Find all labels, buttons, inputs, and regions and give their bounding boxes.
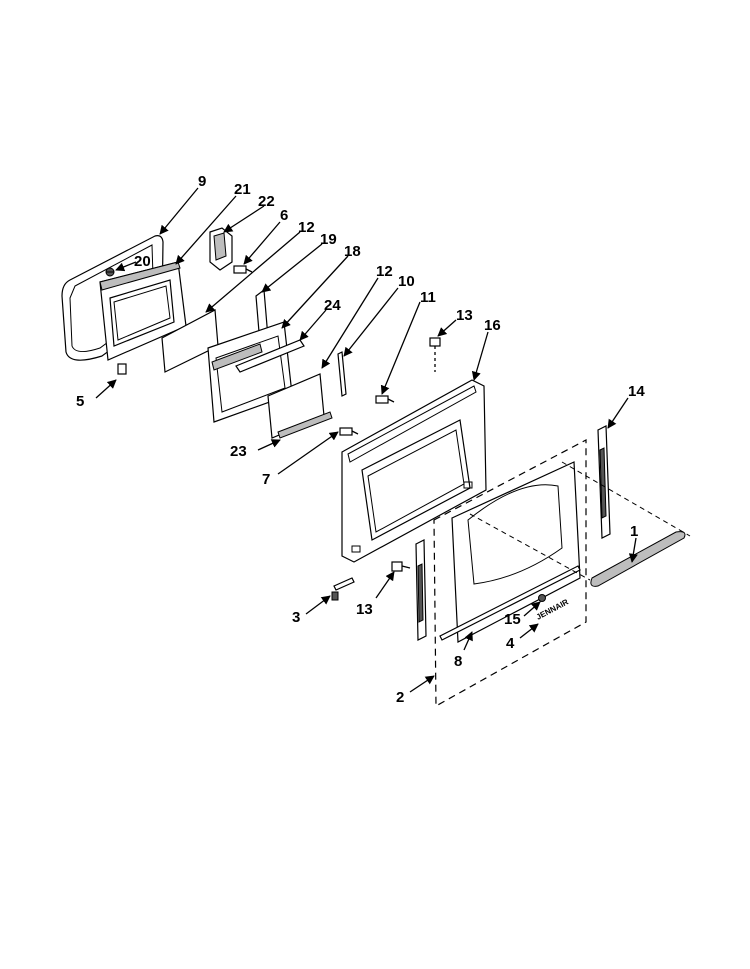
callout-15: 15 <box>504 611 521 628</box>
callout-11: 11 <box>420 289 436 306</box>
hinge-bracket-part <box>209 227 233 271</box>
outer-door-panel-part <box>341 379 487 563</box>
callout-9: 9 <box>198 173 206 190</box>
screw-20-part <box>105 267 115 277</box>
clip-5-part <box>117 363 127 375</box>
clip-3-part <box>331 577 355 601</box>
rod-10-part <box>337 351 347 397</box>
side-trim-right-part <box>597 425 611 539</box>
screw-11-part <box>375 395 395 404</box>
door-assembly-outline <box>433 439 587 708</box>
callout-10: 10 <box>398 273 415 290</box>
callout-6: 6 <box>280 207 288 224</box>
callout-18: 18 <box>344 243 361 260</box>
callout-24: 24 <box>324 297 341 314</box>
vent-strip-part <box>235 339 305 373</box>
bottom-trim-part <box>439 565 581 641</box>
screw-7-part <box>339 427 359 436</box>
screw-13-upper-part <box>429 337 441 372</box>
callout-22: 22 <box>258 193 275 210</box>
callout-8: 8 <box>454 653 462 670</box>
callout-14: 14 <box>628 383 645 400</box>
callout-16: 16 <box>484 317 501 334</box>
glass-retainer-part <box>277 411 333 439</box>
side-trim-left-part <box>415 539 427 641</box>
screw-6-part <box>233 265 253 274</box>
door-handle-part <box>590 531 686 587</box>
callout-3: 3 <box>292 609 300 626</box>
callout-19: 19 <box>320 231 337 248</box>
callout-12-upper: 12 <box>298 219 315 236</box>
badge-clip-part <box>538 594 546 602</box>
callout-23: 23 <box>230 443 247 460</box>
callout-20: 20 <box>134 253 151 270</box>
callout-13-upper: 13 <box>456 307 473 324</box>
callout-1: 1 <box>630 523 638 540</box>
callout-21: 21 <box>234 181 251 198</box>
callout-7: 7 <box>262 471 270 488</box>
screw-13-lower-part <box>391 561 411 572</box>
leader-lines <box>95 187 691 693</box>
callout-13-lower: 13 <box>356 601 373 618</box>
callout-12-lower: 12 <box>376 263 393 280</box>
callout-numbers: 9 21 22 6 12 19 18 20 12 10 11 24 13 16 … <box>76 173 645 706</box>
callout-5: 5 <box>76 393 84 410</box>
callout-2: 2 <box>396 689 404 706</box>
callout-4: 4 <box>506 635 515 652</box>
outer-glass-panel-part <box>451 461 581 643</box>
